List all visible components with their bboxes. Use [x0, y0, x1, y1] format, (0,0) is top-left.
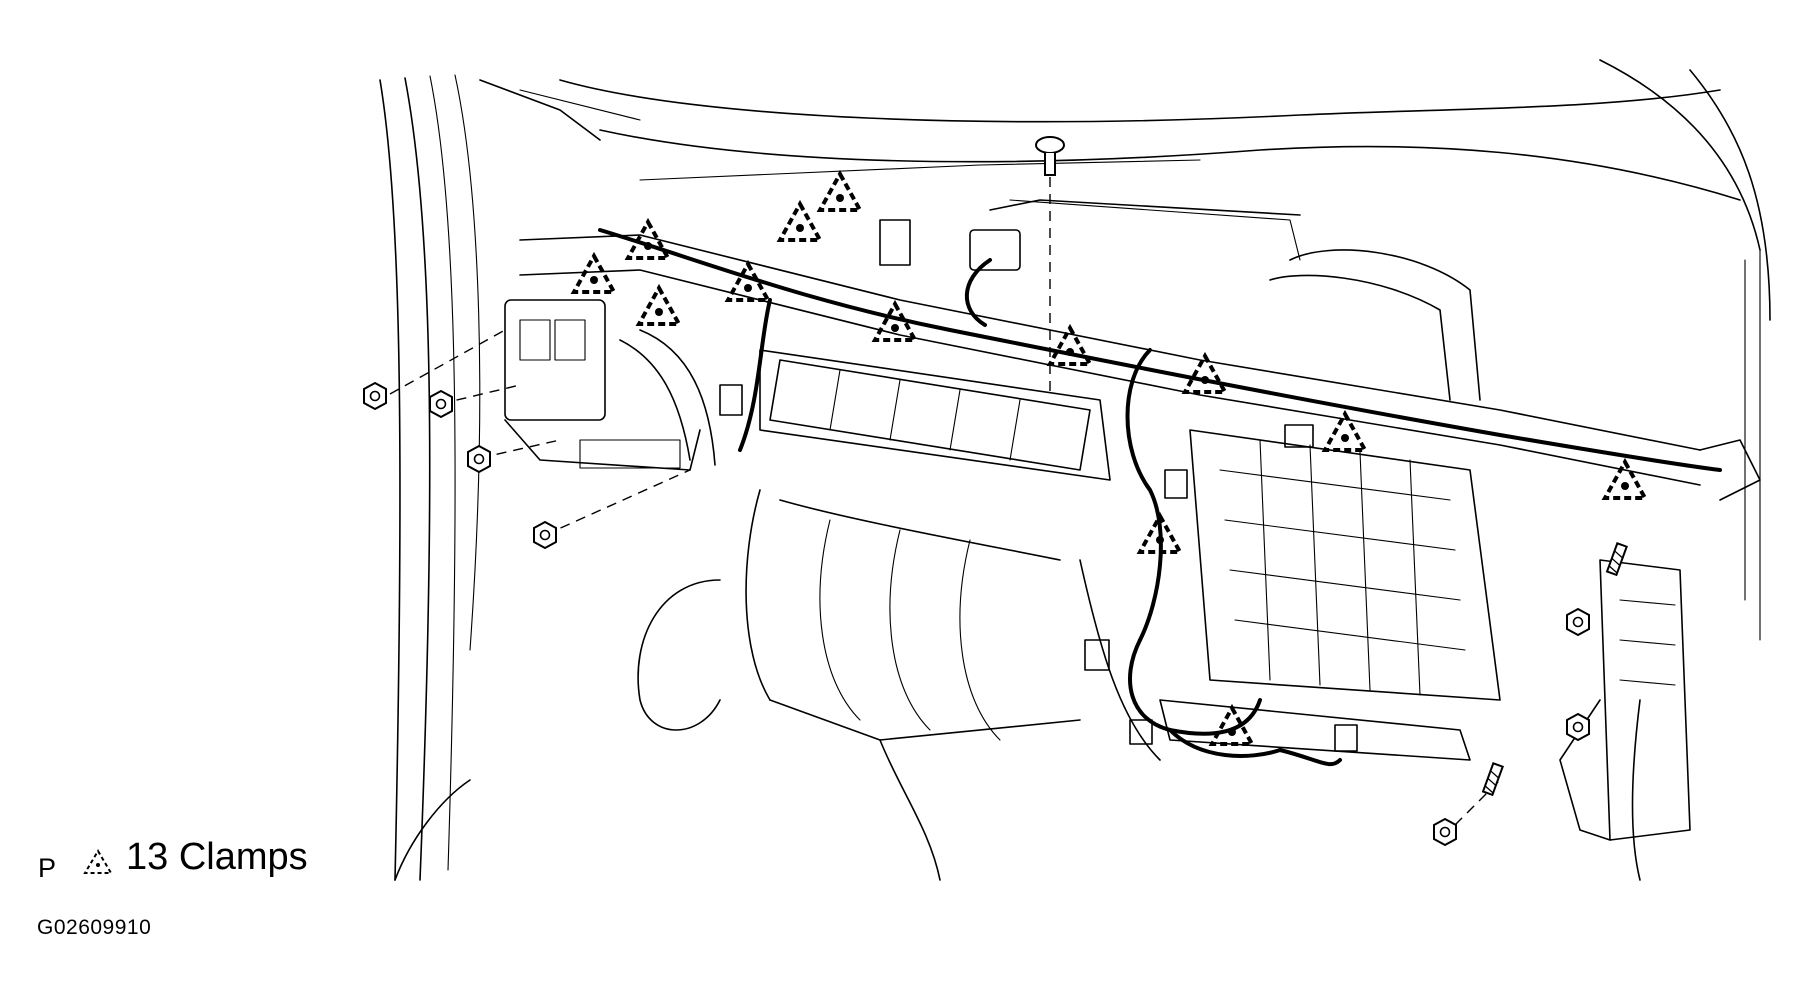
legend: P 13 Clamps: [38, 836, 308, 882]
center-vent: [759, 349, 1111, 481]
connector-box: [969, 229, 1021, 271]
nut-group: [363, 329, 1590, 847]
heater-unit: [637, 489, 1081, 881]
clamp-triangle-icon: [83, 849, 113, 874]
connector-box: [1284, 424, 1314, 448]
clamp-group: [570, 169, 1649, 746]
connector-box: [1129, 719, 1153, 745]
clamp-triangle-icon: [724, 259, 772, 302]
clamp-triangle-icon: [635, 283, 683, 326]
bolt-icon: [1605, 542, 1628, 577]
figure-code: G02609910: [37, 916, 152, 939]
right-bracket: [1559, 439, 1761, 881]
nut-icon: [429, 389, 453, 419]
clamp-triangle-icon: [871, 299, 919, 342]
connector-box: [1084, 639, 1110, 671]
connector-box: [1334, 724, 1358, 752]
connectors: [719, 219, 1358, 752]
clamp-triangle-icon: [816, 169, 864, 212]
reinforcement-bar: [519, 228, 1722, 486]
junction-block: [504, 299, 716, 471]
nut-icon: [533, 520, 557, 550]
connector-box: [719, 384, 743, 416]
clamp-triangle-icon: [776, 199, 824, 242]
nut-icon: [1566, 607, 1590, 637]
bolt-group: [1035, 136, 1628, 797]
clamp-triangle-icon: [1046, 323, 1094, 366]
connector-box: [879, 219, 911, 266]
clamp-triangle-icon: [1321, 409, 1369, 452]
clamp-triangle-icon: [1136, 511, 1184, 554]
connector-box: [1164, 469, 1188, 499]
nut-icon: [1566, 712, 1590, 742]
left-pillar: [379, 74, 641, 881]
nut-icon: [1433, 817, 1457, 847]
nut-icon: [363, 381, 387, 411]
clamp-triangle-icon: [1208, 703, 1256, 746]
clamp-triangle-icon: [624, 217, 672, 260]
clamp-triangle-icon: [570, 251, 618, 294]
harness-branches: [738, 258, 1342, 767]
bolt-icon: [1035, 136, 1065, 395]
clamp-triangle-icon: [1601, 457, 1649, 500]
right-duct: [989, 199, 1481, 401]
clamp-triangle-icon: [1181, 351, 1229, 394]
nut-icon: [467, 444, 491, 474]
view-letter: P: [38, 853, 57, 883]
bolt-icon: [1481, 762, 1504, 797]
evaporator-housing: [1079, 429, 1501, 761]
cowl-outline: [559, 59, 1771, 641]
clamp-count-label: 13 Clamps: [126, 836, 308, 878]
